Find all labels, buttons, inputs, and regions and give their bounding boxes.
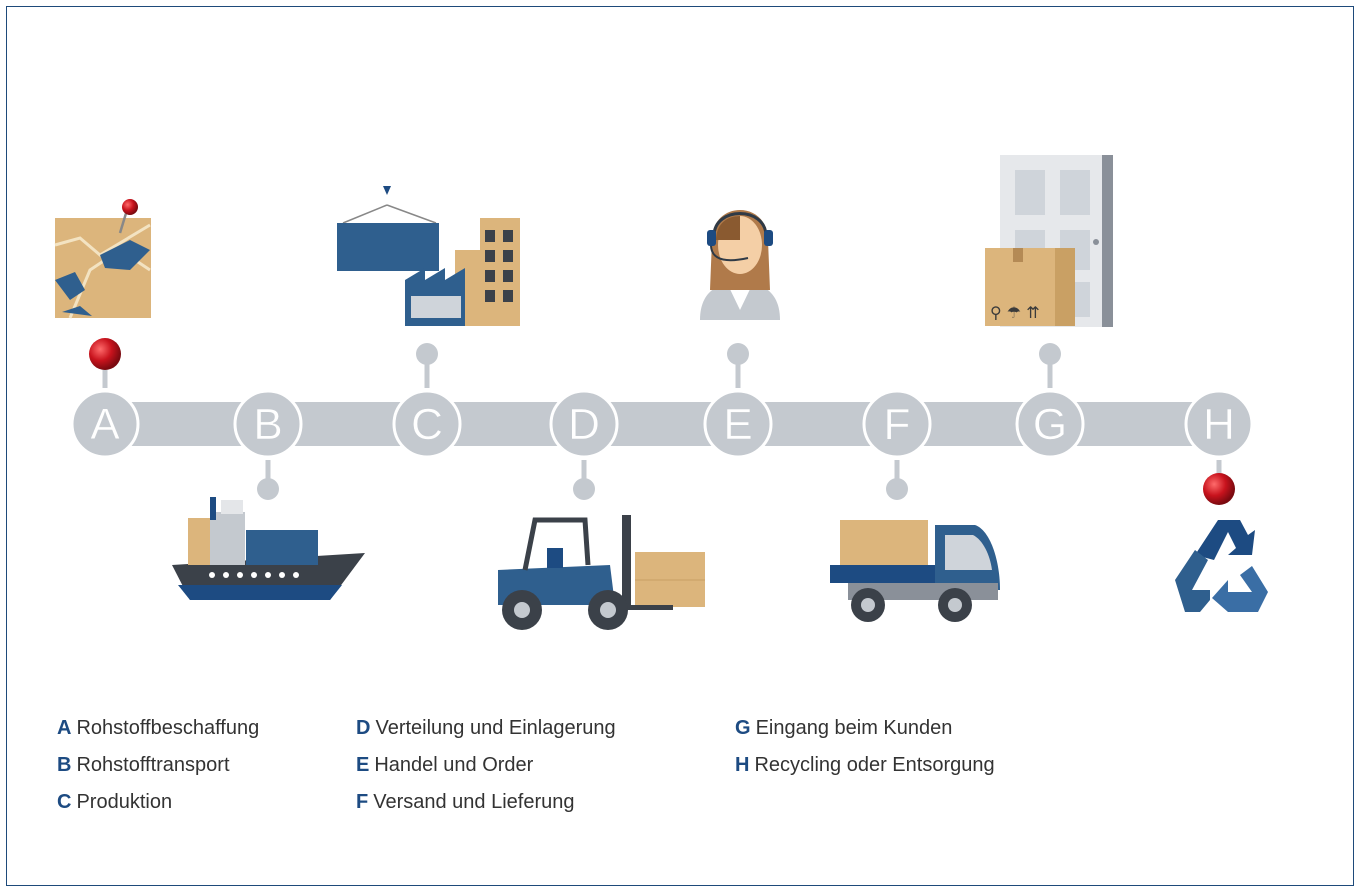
forklift-icon: [498, 515, 705, 630]
stage-connectors: [89, 338, 1235, 505]
delivery-truck-icon: [830, 520, 1000, 622]
process-chevron: [115, 402, 258, 446]
stage-letter-g: G: [1033, 400, 1067, 449]
stage-circle-c: [392, 389, 462, 459]
svg-text:⚲ ☂ ⇈: ⚲ ☂ ⇈: [990, 303, 1040, 322]
stage-circle-h: [1184, 389, 1254, 459]
process-chevron: [748, 402, 887, 446]
connector-dot: [416, 343, 438, 365]
factory-icon: [337, 186, 520, 326]
stage-letter-f: F: [884, 400, 911, 449]
map-pin-icon: [54, 199, 151, 319]
stage-letter-h: H: [1203, 400, 1235, 449]
stage-letter-b: B: [253, 400, 282, 449]
connector-dot: [573, 478, 595, 500]
stage-letter-d: D: [568, 400, 600, 449]
process-chevron: [907, 402, 1040, 446]
recycling-icon: [1175, 520, 1268, 612]
process-chevron: [1060, 402, 1209, 446]
connector-dot: [886, 478, 908, 500]
process-chevron: [278, 402, 417, 446]
call-center-agent-icon: [700, 210, 780, 320]
stage-letter-c: C: [411, 400, 443, 449]
stage-markers: A B C D E F G H: [70, 389, 1254, 459]
connector-dot: [1203, 473, 1235, 505]
stage-circle-b: [233, 389, 303, 459]
process-arrow-band: [115, 402, 1209, 446]
container-ship-icon: [172, 497, 365, 600]
connector-dot: [257, 478, 279, 500]
connector-dot: [727, 343, 749, 365]
stage-circle-g: [1015, 389, 1085, 459]
door-package-icon: ⚲ ☂ ⇈: [985, 155, 1113, 327]
connector-dot: [1039, 343, 1061, 365]
process-chevron: [437, 402, 574, 446]
stage-letter-e: E: [723, 400, 752, 449]
connector-dot: [89, 338, 121, 370]
stage-circle-d: [549, 389, 619, 459]
stage-circle-e: [703, 389, 773, 459]
stage-circle-a: [70, 389, 140, 459]
stage-letter-a: A: [90, 400, 120, 449]
stage-circle-f: [862, 389, 932, 459]
process-chevron: [594, 402, 728, 446]
